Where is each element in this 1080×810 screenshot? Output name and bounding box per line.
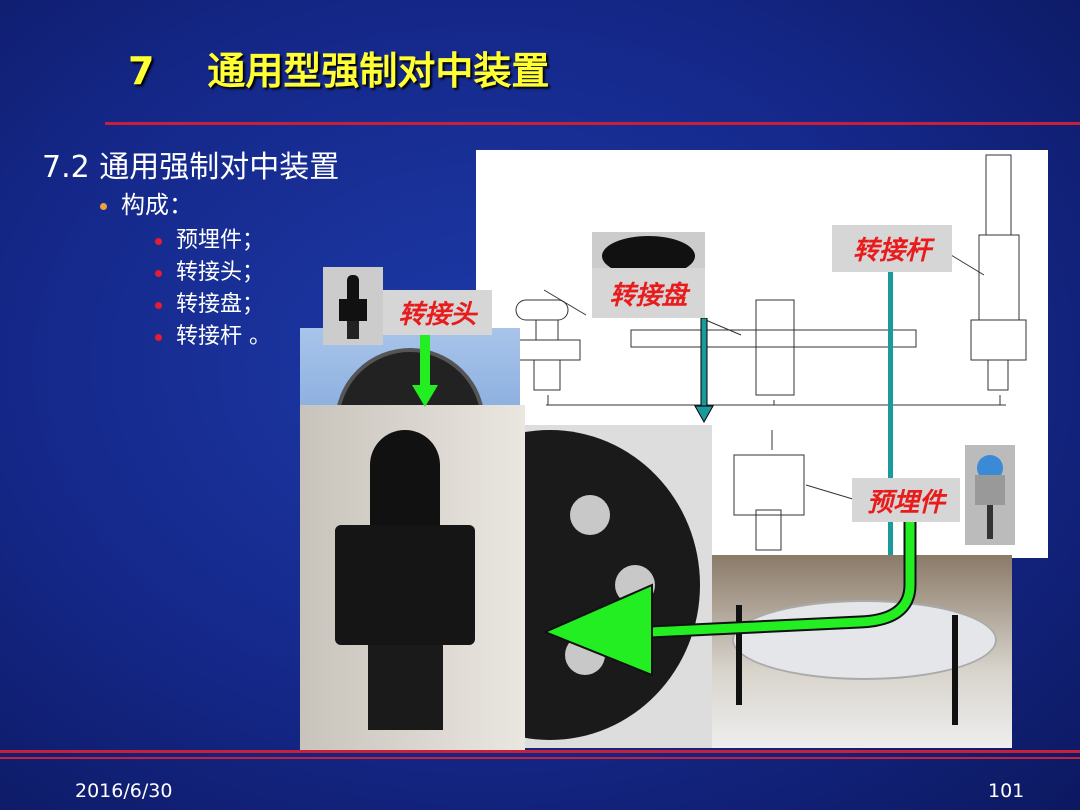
green-curved-arrow-icon: [542, 515, 917, 677]
page-number: 101: [988, 780, 1025, 802]
label-adapter-rod: 转接杆: [832, 225, 952, 272]
list-item: 转接盘；: [155, 286, 264, 318]
list-item: 转接头；: [155, 254, 264, 286]
bullet-text: 构成：: [121, 191, 193, 219]
rod-pointer-line: [888, 270, 893, 560]
item-text: 转接头；: [176, 260, 265, 285]
adapter-head-thumbnail: [323, 267, 383, 345]
slide-title: 7 通用型强制对中装置: [128, 49, 550, 93]
label-adapter-head: 转接头: [383, 290, 492, 335]
item-text: 预埋件；: [176, 228, 265, 253]
teal-arrow-icon: [694, 318, 714, 424]
label-embedded-part: 预埋件: [852, 478, 960, 522]
label-adapter-plate: 转接盘: [592, 268, 705, 318]
title-divider: [105, 122, 1080, 125]
embed-base-photo: [712, 555, 1012, 748]
technical-drawing: [515, 154, 1027, 551]
list-item: 预埋件；: [155, 222, 264, 254]
green-arrow-down-icon: [412, 335, 438, 407]
bullet-composition: 构成：: [100, 185, 193, 220]
plate-thumbnail: [592, 232, 705, 268]
footer-date: 2016/6/30: [75, 780, 173, 802]
section-heading: 7.2 通用强制对中装置: [42, 150, 340, 185]
adapter-head-photo: [300, 405, 525, 750]
adapter-plate-photo: [520, 425, 712, 748]
item-text: 转接盘；: [176, 292, 265, 317]
footer-divider: [0, 750, 1080, 753]
footer-divider-2: [0, 757, 1080, 759]
item-text: 转接杆 。: [176, 324, 271, 349]
list-item: 转接杆 。: [155, 318, 271, 350]
embed-thumbnail: [965, 445, 1015, 545]
